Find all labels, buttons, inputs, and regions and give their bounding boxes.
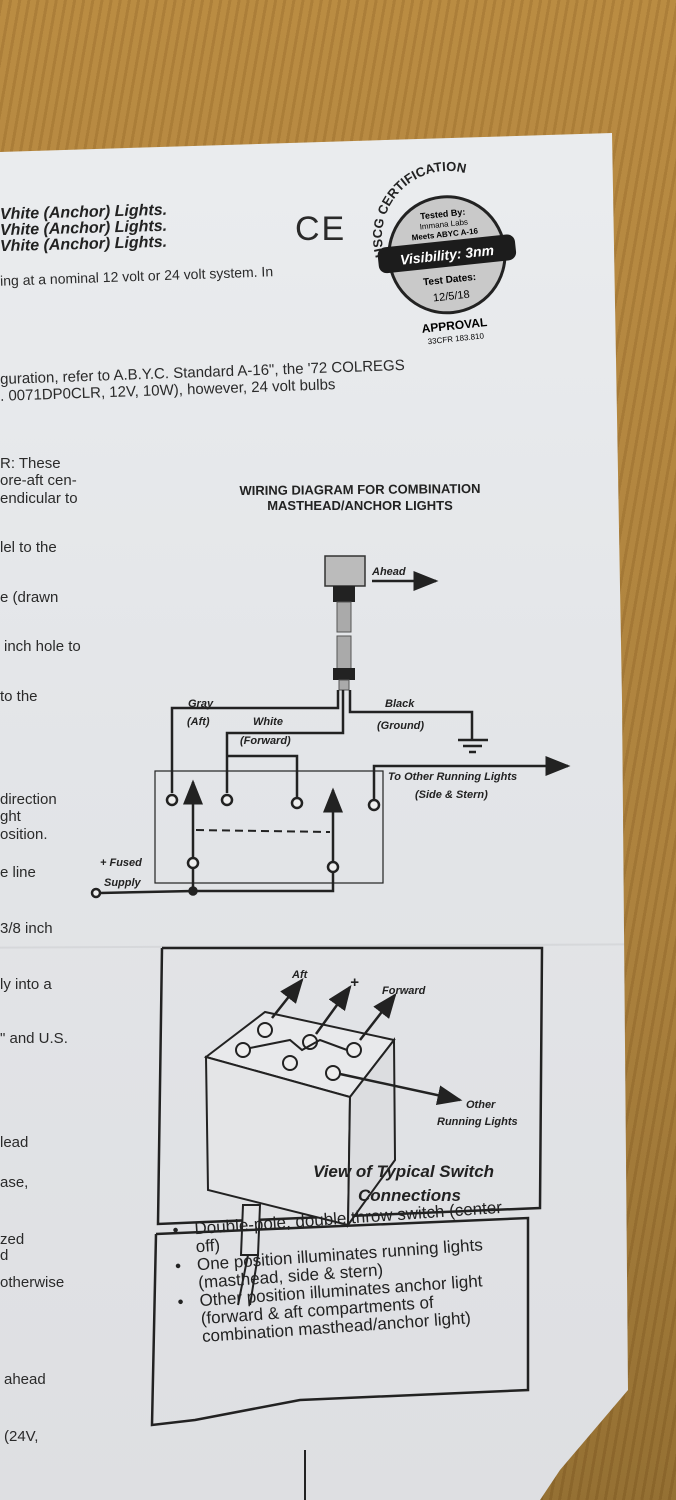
fused-label: + Fused (100, 857, 142, 869)
wiring-title: MASTHEAD/ANCHOR LIGHTS (267, 498, 453, 513)
aft-label: Aft (291, 969, 309, 981)
left-fragment: zed (0, 1231, 25, 1248)
side-stern-label: (Side & Stern) (415, 789, 488, 801)
aft-label: (Aft) (187, 716, 210, 728)
supply-label: Supply (104, 877, 142, 889)
seal-tested-by: Tested By: (420, 207, 466, 222)
switch-outline (154, 770, 384, 884)
left-fragment: 3/8 inch (0, 920, 53, 937)
left-fragment: ahead (4, 1371, 46, 1388)
supply-wire (193, 872, 335, 893)
seal-approval: APPROVAL (421, 315, 488, 336)
terminal (367, 798, 381, 812)
left-fragment: ase, (0, 1174, 29, 1191)
switch-notes: Double-pole, double throw switch (center… (170, 1198, 518, 1347)
left-fragment: lel to the (0, 539, 57, 556)
black-label: Black (385, 698, 415, 710)
white-label: White (253, 716, 283, 728)
plus-label: + (350, 974, 359, 991)
switch-caption: Connections (358, 1186, 461, 1205)
switch-view-panel: Aft + Forward Other Running Lights View … (156, 946, 544, 1306)
running-lights-label: Running Lights (437, 1116, 518, 1128)
mechanical-link (195, 829, 331, 833)
left-fragment: osition. (0, 826, 48, 843)
left-fragment: otherwise (0, 1274, 65, 1291)
ground-icon (458, 738, 488, 754)
gray-label: Gray (188, 698, 214, 710)
black-wire (348, 690, 474, 740)
left-fragment: lead (0, 1134, 29, 1151)
left-fragment: inch hole to (4, 638, 81, 655)
wiring-title: WIRING DIAGRAM FOR COMBINATION (239, 481, 480, 498)
left-fragment: d (0, 1247, 9, 1264)
ground-label: (Ground) (377, 720, 424, 732)
terminal (186, 856, 200, 870)
jumper-wire (227, 754, 299, 797)
left-fragment: endicular to (0, 490, 78, 507)
terminal (220, 793, 234, 807)
switch-caption: View of Typical Switch (313, 1162, 494, 1181)
forward-label: Forward (382, 985, 426, 997)
forward-label: (Forward) (240, 735, 291, 747)
ahead-label: Ahead (371, 566, 406, 578)
ce-mark: CE (295, 210, 347, 248)
supply-terminal (90, 887, 102, 899)
terminal (290, 796, 304, 810)
junction-dot (188, 886, 198, 896)
white-wire (225, 690, 345, 793)
wiring-diagram: WIRING DIAGRAM FOR COMBINATION MASTHEAD/… (90, 481, 571, 899)
left-fragment: R: These (0, 455, 61, 472)
left-fragment: ore-aft cen- (0, 472, 77, 489)
masthead-light-icon (324, 555, 366, 691)
other-label: Other (466, 1099, 496, 1111)
bullets-box (150, 1216, 530, 1427)
terminal (165, 793, 179, 807)
left-fragment: (24V, (4, 1428, 39, 1445)
left-fragment: direction (0, 791, 57, 808)
left-fragment: " and U.S. (0, 1030, 68, 1047)
running-lights-wire (372, 756, 571, 799)
left-fragment: e line (0, 864, 36, 881)
left-fragment: ght (0, 808, 21, 825)
left-fragment: to the (0, 688, 38, 705)
other-running-lights-label: To Other Running Lights (388, 771, 517, 783)
seal-date: 12/5/18 (433, 289, 471, 305)
terminal (326, 860, 340, 874)
uscg-certification-seal: USCG CERTIFICATION Tested By: Immana Lab… (362, 156, 517, 346)
left-fragment: e (drawn (0, 589, 59, 606)
left-fragment: ly into a (0, 976, 52, 993)
gray-wire (170, 690, 340, 793)
